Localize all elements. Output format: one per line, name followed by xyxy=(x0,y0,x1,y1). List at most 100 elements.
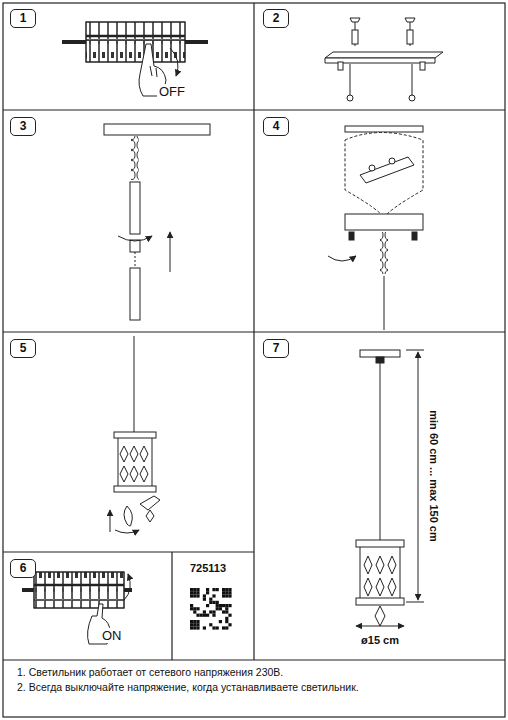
notes-box: 1. Светильник работает от сетевого напря… xyxy=(3,660,505,717)
qr-cell xyxy=(196,614,199,617)
qr-cell xyxy=(228,594,231,597)
qr-cell xyxy=(190,623,193,626)
step-number-text: 3 xyxy=(19,118,27,134)
qr-cell xyxy=(190,607,193,610)
height-dimension: min 60 cm ... max 150 cm xyxy=(428,408,440,543)
qr-cell xyxy=(203,594,206,597)
qr-cell xyxy=(209,598,212,601)
step-number-text: 4 xyxy=(272,118,280,134)
state-label: OFF xyxy=(157,84,187,99)
qr-cell xyxy=(222,604,225,607)
breaker-on xyxy=(22,572,132,644)
qr-code xyxy=(190,588,232,630)
diameter-dimension: ø15 cm xyxy=(359,634,401,646)
qr-cell xyxy=(222,594,225,597)
step-number-text: 1 xyxy=(19,10,27,26)
qr-cell xyxy=(193,594,196,597)
qr-cell xyxy=(225,588,228,591)
qr-cell xyxy=(212,626,215,629)
qr-cell xyxy=(196,620,199,623)
step-number: 5 xyxy=(10,339,36,358)
qr-cell xyxy=(212,588,215,591)
qr-cell xyxy=(196,588,199,591)
qr-cell xyxy=(228,591,231,594)
qr-cell xyxy=(193,610,196,613)
qr-cell xyxy=(228,623,231,626)
qr-cell xyxy=(193,607,196,610)
qr-cell xyxy=(225,607,228,610)
state-label: ON xyxy=(100,628,124,643)
qr-cell xyxy=(190,626,193,629)
qr-cell xyxy=(196,626,199,629)
qr-cell xyxy=(209,623,212,626)
step-number: 1 xyxy=(10,9,36,28)
qr-cell xyxy=(222,588,225,591)
qr-cell xyxy=(212,594,215,597)
article-number: 725113 xyxy=(188,562,228,574)
qr-cell xyxy=(228,604,231,607)
mounting-bracket xyxy=(325,18,443,101)
qr-cell xyxy=(206,604,209,607)
qr-cell xyxy=(219,604,222,607)
qr-cell xyxy=(222,626,225,629)
qr-cell xyxy=(193,620,196,623)
qr-cell xyxy=(190,588,193,591)
qr-cell xyxy=(190,591,193,594)
qr-cell xyxy=(190,604,193,607)
step-number-text: 6 xyxy=(19,560,27,576)
rod-assembly xyxy=(104,124,210,320)
qr-cell xyxy=(196,591,199,594)
step-number-text: 2 xyxy=(272,10,280,26)
step-number: 3 xyxy=(10,117,36,136)
qr-cell xyxy=(206,591,209,594)
qr-cell xyxy=(209,601,212,604)
qr-cell xyxy=(228,614,231,617)
qr-cell xyxy=(212,601,215,604)
qr-cell xyxy=(200,614,203,617)
qr-cell xyxy=(196,594,199,597)
qr-cell xyxy=(228,588,231,591)
qr-cell xyxy=(203,614,206,617)
qr-cell xyxy=(193,588,196,591)
qr-cell xyxy=(212,614,215,617)
qr-cell xyxy=(193,623,196,626)
step-number: 7 xyxy=(263,339,289,358)
qr-cell xyxy=(190,620,193,623)
qr-cell xyxy=(225,604,228,607)
qr-cell xyxy=(225,610,228,613)
lamp-with-bulb xyxy=(110,336,160,533)
qr-cell xyxy=(222,610,225,613)
qr-cell xyxy=(212,610,215,613)
qr-cell xyxy=(206,588,209,591)
step-number-text: 7 xyxy=(272,340,280,356)
qr-cell xyxy=(219,607,222,610)
step-number: 2 xyxy=(263,9,289,28)
qr-cell xyxy=(206,614,209,617)
note-line: 2. Всегда выключайте напряжение, когда у… xyxy=(17,680,495,695)
qr-cell xyxy=(222,591,225,594)
step-number: 6 xyxy=(10,559,36,578)
qr-cell xyxy=(203,610,206,613)
qr-cell xyxy=(219,620,222,623)
qr-cell xyxy=(225,620,228,623)
qr-cell xyxy=(216,626,219,629)
qr-cell xyxy=(193,591,196,594)
panel-frames xyxy=(3,3,505,717)
qr-cell xyxy=(225,617,228,620)
step-number-text: 5 xyxy=(19,340,27,356)
qr-cell xyxy=(190,594,193,597)
qr-cell xyxy=(203,598,206,601)
qr-cell xyxy=(196,607,199,610)
qr-cell xyxy=(196,623,199,626)
qr-cell xyxy=(193,626,196,629)
step-number: 4 xyxy=(263,117,289,136)
qr-cell xyxy=(216,604,219,607)
qr-cell xyxy=(216,607,219,610)
qr-cell xyxy=(225,626,228,629)
qr-cell xyxy=(216,588,219,591)
qr-cell xyxy=(209,610,212,613)
qr-cell xyxy=(203,626,206,629)
qr-cell xyxy=(225,594,228,597)
qr-cell xyxy=(225,591,228,594)
